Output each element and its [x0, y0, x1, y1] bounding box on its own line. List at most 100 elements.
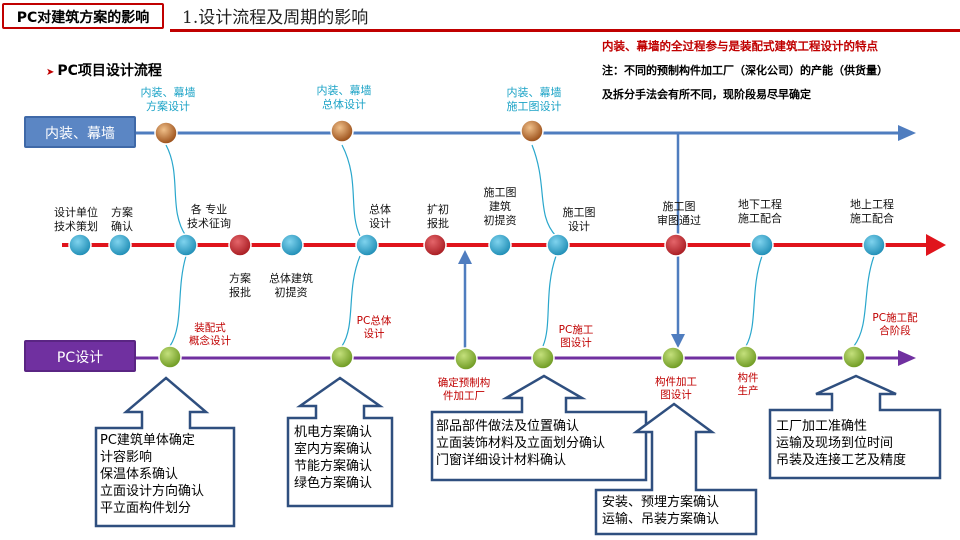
connector-pc-5 — [853, 255, 875, 347]
pc-timeline-arrowhead — [898, 350, 916, 366]
callout-box-5: 工厂加工准确性 运输及现场到位时间 吊装及连接工艺及精度 — [776, 418, 906, 469]
interior-node-3 — [520, 119, 544, 143]
interior-node-1 — [154, 121, 178, 145]
main-node-6 — [355, 233, 379, 257]
main-stage-10-line2: 审图通过 — [657, 214, 701, 227]
main-stage-4: 方案 报批 — [220, 272, 260, 300]
main-node-5 — [280, 233, 304, 257]
pc-stage-2-line1: PC总体 — [356, 315, 392, 327]
pc-stage-4-line2: 图设计 — [560, 337, 592, 349]
pc-stage-7-line2: 合阶段 — [879, 325, 911, 337]
main-node-12 — [862, 233, 886, 257]
callout-box-1-shape — [94, 376, 236, 528]
callout-box-3-item: 门窗详细设计材料确认 — [436, 453, 567, 468]
pc-node-7 — [842, 345, 866, 369]
connector-pc-3 — [542, 255, 557, 347]
main-stage-4-line1: 方案 — [229, 272, 251, 285]
interior-stage-1: 内装、幕墙 方案设计 — [128, 86, 208, 114]
main-timeline-arrowhead — [926, 234, 946, 256]
callout-box-5-shape — [768, 374, 942, 480]
main-node-4 — [228, 233, 252, 257]
connector-interior-3 — [531, 144, 557, 237]
main-stage-2-line1: 方案 — [111, 206, 133, 219]
main-stage-3-line1: 各 专业 — [190, 203, 228, 216]
main-stage-5-line2: 初提资 — [274, 286, 308, 299]
main-node-7 — [423, 233, 447, 257]
pc-stage-6-line1: 构件 — [737, 372, 759, 384]
arrow-down-head — [671, 334, 685, 348]
main-stage-7-line2: 报批 — [427, 217, 449, 230]
main-stage-9: 施工图 设计 — [554, 206, 604, 234]
main-stage-12-line1: 地上工程 — [850, 198, 894, 211]
callout-box-5-item: 运输及现场到位时间 — [776, 436, 894, 451]
callout-box-3-shape — [430, 374, 648, 482]
pc-node-5 — [661, 346, 685, 370]
page-title: PC对建筑方案的影响 — [2, 3, 164, 29]
main-node-1 — [68, 233, 92, 257]
main-stage-11: 地下工程 施工配合 — [722, 198, 798, 226]
main-stage-3: 各 专业 技术征询 — [174, 203, 244, 231]
pc-stage-6-line2: 生产 — [737, 385, 759, 397]
callout-box-5-item: 工厂加工准确性 — [776, 419, 868, 434]
main-node-11 — [750, 233, 774, 257]
callout-box-2-shape — [286, 376, 394, 508]
main-stage-3-line2: 技术征询 — [187, 217, 231, 230]
main-stage-6-line1: 总体 — [369, 203, 391, 216]
interior-stage-1-line2: 方案设计 — [146, 100, 190, 113]
connector-pc-4 — [745, 255, 763, 347]
pc-stage-7: PC施工配 合阶段 — [860, 312, 930, 338]
callout-box-5-item: 吊装及连接工艺及精度 — [776, 453, 907, 468]
connector-pc-1 — [169, 255, 187, 347]
pc-stage-1-line2: 概念设计 — [189, 335, 231, 347]
main-stage-8-line2: 建筑 — [489, 200, 511, 213]
note-line-2: 及拆分手法会有所不同，现阶段易尽早确定 — [602, 88, 811, 101]
connector-interior-1 — [165, 144, 187, 237]
main-node-3 — [174, 233, 198, 257]
pc-stage-1-line1: 装配式 — [194, 322, 226, 334]
interior-stage-3-line1: 内装、幕墙 — [506, 86, 562, 99]
pc-stage-4-line1: PC施工 — [558, 324, 594, 336]
interior-stage-2: 内装、幕墙 总体设计 — [304, 84, 384, 112]
pc-stage-2: PC总体 设计 — [346, 315, 402, 341]
callout-box-1: PC建筑单体确定 计容影响 保温体系确认 立面设计方向确认 平立面构件划分 — [100, 432, 204, 517]
main-stage-4-line2: 报批 — [229, 286, 251, 299]
note-line-1: 注：不同的预制构件加工厂（深化公司）的产能（供货量） — [602, 64, 888, 77]
callout-box-3: 部品部件做法及位置确认 立面装饰材料及立面划分确认 门窗详细设计材料确认 — [436, 418, 605, 469]
main-node-9 — [546, 233, 570, 257]
pc-stage-5-line2: 图设计 — [660, 389, 692, 401]
arrow-up-head — [458, 250, 472, 264]
title-rule — [170, 29, 960, 32]
interior-timeline-arrowhead — [898, 125, 916, 141]
callout-box-2-item: 机电方案确认 — [294, 425, 373, 440]
pc-stage-5: 构件加工 图设计 — [640, 376, 712, 402]
pc-stage-4: PC施工 图设计 — [548, 324, 604, 350]
main-stage-2-line2: 确认 — [111, 220, 133, 233]
main-stage-10-line1: 施工图 — [662, 200, 696, 213]
main-stage-12: 地上工程 施工配合 — [834, 198, 910, 226]
main-node-10 — [664, 233, 688, 257]
bullet-arrow-icon: ➤ — [46, 67, 55, 78]
callout-box-1-item: 立面设计方向确认 — [100, 484, 205, 499]
callout-box-2-item: 绿色方案确认 — [294, 476, 373, 491]
main-stage-1: 设计单位 技术策划 — [44, 206, 108, 234]
main-stage-7: 扩初 报批 — [418, 203, 458, 231]
interior-stage-3: 内装、幕墙 施工图设计 — [494, 86, 574, 114]
main-stage-7-line1: 扩初 — [427, 203, 449, 216]
section-title: 1.设计流程及周期的影响 — [182, 8, 369, 28]
main-stage-5-line1: 总体建筑 — [269, 272, 313, 285]
main-stage-8-line3: 初提资 — [483, 214, 517, 227]
main-stage-11-line1: 地下工程 — [738, 198, 782, 211]
callout-box-3-item: 立面装饰材料及立面划分确认 — [436, 436, 606, 451]
main-stage-2: 方案 确认 — [100, 206, 144, 234]
main-stage-6-line2: 设计 — [369, 217, 391, 230]
pc-stage-2-line2: 设计 — [363, 328, 385, 340]
interior-stage-2-line1: 内装、幕墙 — [316, 84, 372, 97]
callout-box-4-shape — [594, 402, 758, 536]
pc-stage-3: 确定预制构 件加工厂 — [424, 377, 504, 403]
main-stage-10: 施工图 审图通过 — [644, 200, 714, 228]
callout-box-2: 机电方案确认 室内方案确认 节能方案确认 绿色方案确认 — [294, 424, 372, 492]
pc-node-1 — [158, 345, 182, 369]
interior-stage-1-line1: 内装、幕墙 — [140, 86, 196, 99]
main-node-8 — [488, 233, 512, 257]
